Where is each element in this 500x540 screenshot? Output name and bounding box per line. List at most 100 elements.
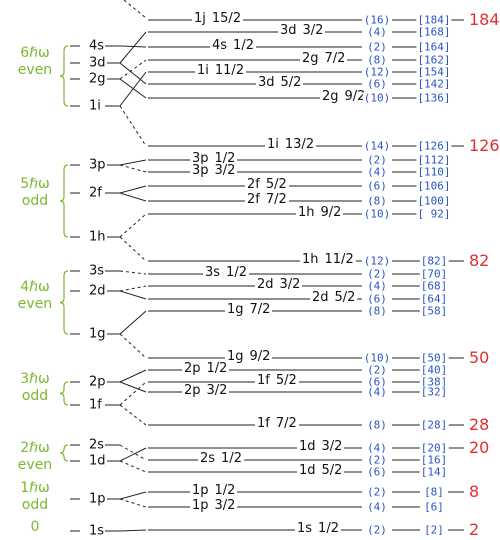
split-level-j: 11/2 <box>214 63 245 79</box>
split-level-orbital: 1g <box>227 349 244 365</box>
split-level-orbital: 3p <box>192 151 209 167</box>
shell-osc-label: 4ℏω <box>20 279 50 295</box>
fan-line <box>119 31 147 64</box>
shell-brace-4 <box>59 270 69 335</box>
degeneracy-value: (6) <box>366 179 388 193</box>
osc-level-label: 1s <box>88 523 106 539</box>
degeneracy-value: (16) <box>362 13 392 27</box>
split-level-j: 9/2 <box>320 205 342 221</box>
cumulative-value: [154] <box>416 65 452 79</box>
split-level-label: 3d 3/2 <box>278 23 326 39</box>
cumulative-value: [70] <box>419 267 449 281</box>
fan-line <box>119 290 147 300</box>
cumulative-value: [184] <box>416 13 452 27</box>
split-level-j: 7/2 <box>249 302 271 318</box>
shell-parity-label: odd <box>21 388 49 404</box>
split-level-j: 15/2 <box>211 11 242 27</box>
split-level-orbital: 1h <box>298 205 315 221</box>
split-level-orbital: 1g <box>227 302 244 318</box>
split-level-j: 3/2 <box>279 277 301 293</box>
cumulative-value: [16] <box>419 453 449 467</box>
cumulative-value: [38] <box>419 375 449 389</box>
shell-parity-label: odd <box>21 193 49 209</box>
split-level-orbital: 1j <box>194 11 206 27</box>
osc-level-label: 3d <box>88 55 107 71</box>
degeneracy-value: (2) <box>366 153 388 167</box>
degeneracy-value: (4) <box>366 279 388 293</box>
split-level-orbital: 2f <box>247 192 260 208</box>
magic-number: 184 <box>466 12 500 28</box>
cumulative-value: [168] <box>416 25 452 39</box>
split-level-label: 1j 15/2 <box>192 11 244 27</box>
cumulative-value: [126] <box>416 139 452 153</box>
cumulative-value: [28] <box>419 418 449 432</box>
degeneracy-value: (4) <box>366 385 388 399</box>
split-level-orbital: 1f <box>257 373 270 389</box>
osc-level-label: 2s <box>88 437 106 453</box>
fan-line <box>119 491 147 500</box>
split-level-label: 1g 7/2 <box>225 302 273 318</box>
split-level-j: 3/2 <box>321 439 343 455</box>
fan-line <box>119 444 147 461</box>
split-level-j: 13/2 <box>284 137 315 153</box>
osc-level-label: 2f <box>88 185 103 201</box>
split-level-label: 3s 1/2 <box>203 265 249 281</box>
degeneracy-value: (6) <box>366 77 388 91</box>
split-level-j: 1/2 <box>226 265 247 281</box>
split-level-orbital: 1d <box>299 463 316 479</box>
split-level-j: 1/2 <box>214 151 236 167</box>
degeneracy-value: (10) <box>362 351 392 365</box>
shell-parity-label: even <box>17 457 53 473</box>
magic-number: 82 <box>466 253 490 269</box>
degeneracy-value: (10) <box>362 207 392 221</box>
split-level-orbital: 1s <box>297 521 313 537</box>
split-level-orbital: 1p <box>192 483 209 499</box>
magic-number: 2 <box>466 522 480 538</box>
osc-level-label: 2p <box>88 374 107 390</box>
osc-level-label: 2g <box>88 71 107 87</box>
degeneracy-value: (6) <box>366 465 388 479</box>
shell-osc-label: 6ℏω <box>20 45 50 61</box>
split-level-j: 7/2 <box>265 192 287 208</box>
split-level-orbital: 3s <box>205 265 221 281</box>
osc-level-label: 3p <box>88 157 107 173</box>
split-level-orbital: 3d <box>280 23 297 39</box>
fan-line <box>119 105 147 147</box>
magic-number: 50 <box>466 350 490 366</box>
shell-parity-label: even <box>17 62 53 78</box>
cumulative-value: [164] <box>416 40 452 54</box>
fan-line <box>119 498 147 508</box>
osc-level-label: 1p <box>88 491 107 507</box>
split-level-j: 1/2 <box>206 361 228 377</box>
shell-brace-5 <box>59 164 69 238</box>
cumulative-value: [14] <box>419 465 449 479</box>
osc-level-label: 1f <box>88 397 103 413</box>
osc-level-label: 1g <box>88 326 107 342</box>
fan-line <box>119 460 147 473</box>
cumulative-value: [50] <box>419 351 449 365</box>
shell-osc-label: 0 <box>30 519 40 535</box>
degeneracy-value: (4) <box>366 25 388 39</box>
magic-number: 8 <box>466 484 480 500</box>
fan-line <box>119 192 147 202</box>
cumulative-value: [82] <box>419 254 449 268</box>
degeneracy-value: (10) <box>362 91 392 105</box>
shell-osc-label: 2ℏω <box>20 440 50 456</box>
split-level-j: 1/2 <box>233 38 254 54</box>
split-level-j: 1/2 <box>214 483 236 499</box>
cumulative-value: [136] <box>416 91 452 105</box>
fan-line <box>119 529 147 532</box>
degeneracy-value: (2) <box>366 485 388 499</box>
degeneracy-value: (2) <box>366 453 388 467</box>
split-level-j: 3/2 <box>302 23 324 39</box>
